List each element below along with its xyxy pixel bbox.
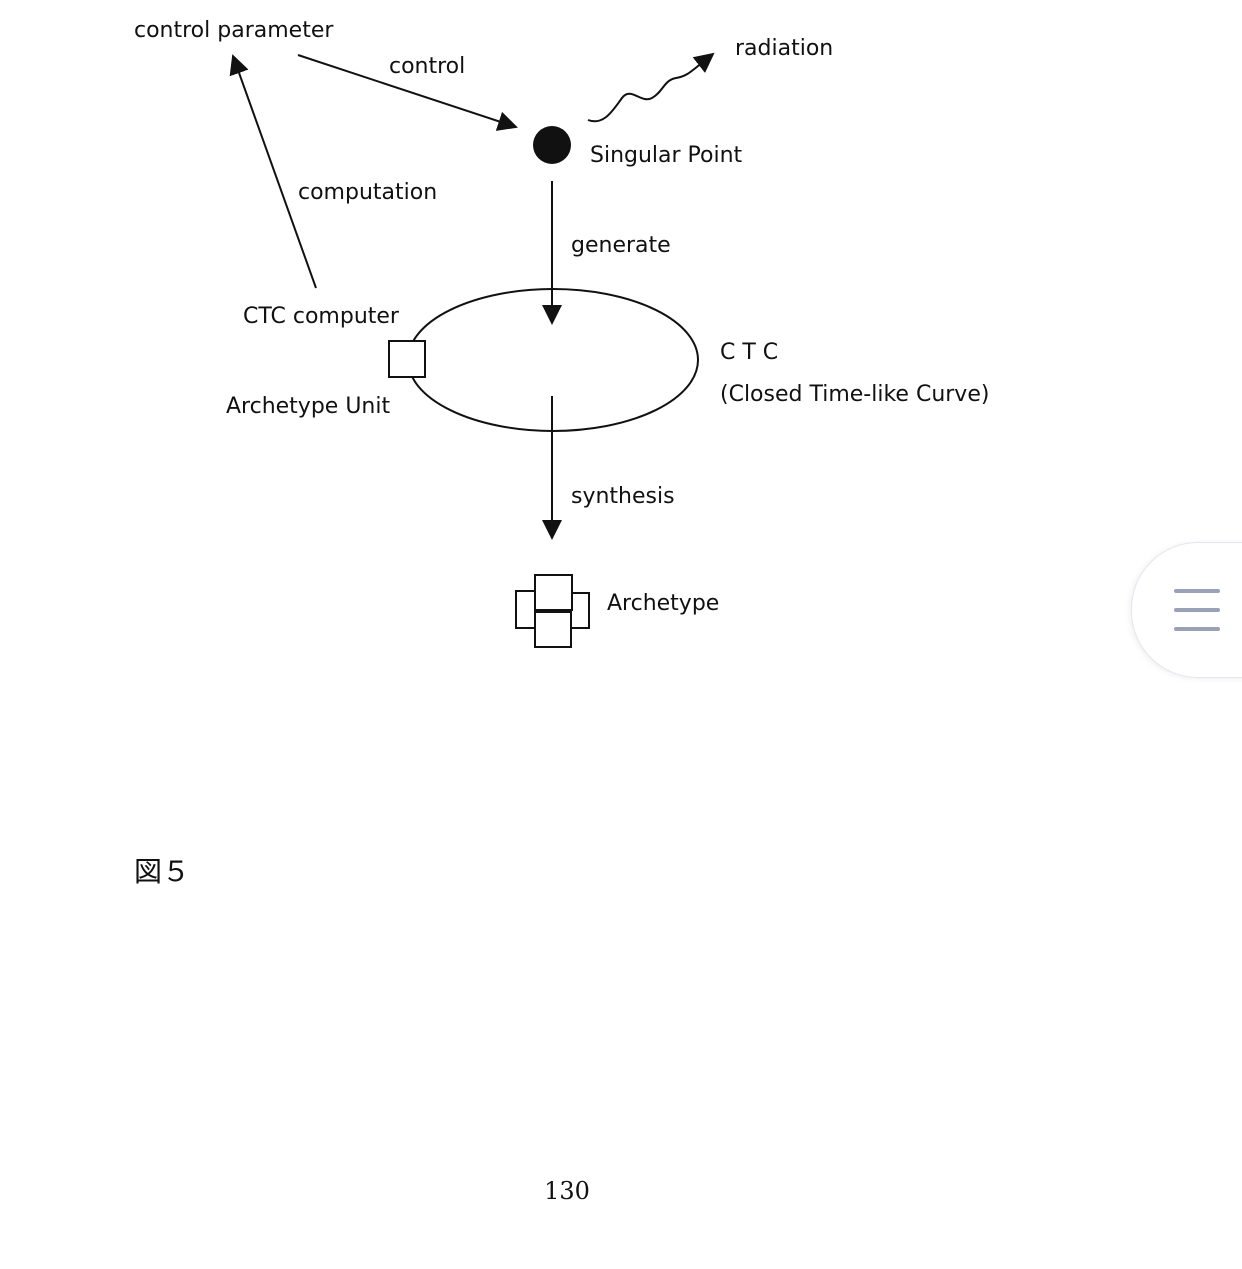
archetype-unit-square — [388, 340, 426, 378]
control-parameter-label: control parameter — [134, 18, 334, 43]
computation-label: computation — [298, 180, 437, 205]
ctc-diagram: control parameter control radiation Sing… — [134, 18, 989, 648]
menu-button[interactable] — [1131, 542, 1242, 678]
synthesis-label: synthesis — [571, 484, 675, 509]
archetype-label: Archetype — [607, 591, 719, 616]
ctc-computer-label: CTC computer — [243, 304, 400, 329]
ctc-title-label: C T C — [720, 340, 778, 365]
radiation-wave-arrow — [587, 52, 715, 123]
ctc-subtitle-label: (Closed Time-like Curve) — [720, 382, 989, 407]
archetype-unit-label: Archetype Unit — [226, 394, 390, 419]
control-label: control — [389, 54, 465, 79]
radiation-label: radiation — [735, 36, 833, 61]
page-number: 130 — [544, 1177, 590, 1205]
singular-point-dot — [533, 126, 571, 164]
control-arrow — [297, 54, 518, 131]
generate-label: generate — [571, 233, 671, 258]
hamburger-menu-icon — [1174, 589, 1220, 631]
computation-arrow — [229, 54, 317, 289]
figure-caption: 図５ — [134, 855, 191, 888]
singular-point-label: Singular Point — [590, 143, 743, 168]
archetype-squares-icon — [515, 574, 590, 648]
